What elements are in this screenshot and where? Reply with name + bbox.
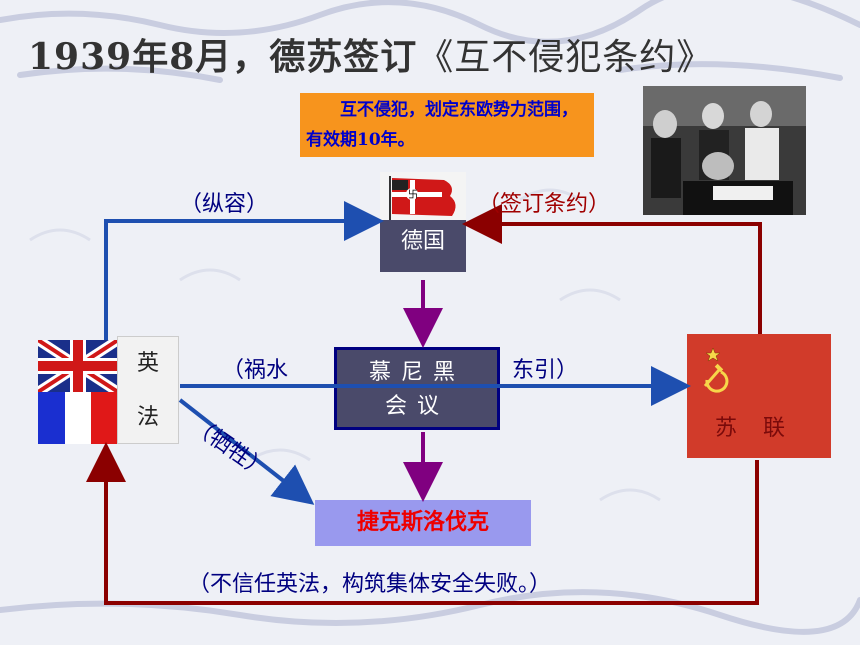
title-treaty: 《互不侵犯条约》 xyxy=(417,37,714,78)
munich-line2: 会议 xyxy=(384,394,449,419)
treaty-note: 互不侵犯，划定东欧势力范围，有效期10年。 xyxy=(300,93,594,157)
germany-node: 德国 xyxy=(380,220,466,272)
divert-right-label: 东引） xyxy=(512,358,579,383)
hammer-sickle-icon xyxy=(703,347,729,393)
ussr-node: 苏联 xyxy=(715,416,812,441)
uk-france-flags xyxy=(38,340,118,444)
signing-photo xyxy=(643,86,806,215)
munich-conference-node: 慕尼黑 会议 xyxy=(334,347,500,430)
page-title: 1939年8月，德苏签订《互不侵犯条约》 xyxy=(28,28,713,80)
title-prefix: 1939年8月，德苏签订 xyxy=(28,36,418,78)
ussr-flag xyxy=(687,334,831,458)
france-flag-icon xyxy=(38,392,118,444)
connive-label: （纵容） xyxy=(180,192,269,217)
failure-label: （不信任英法，构筑集体安全失败。） xyxy=(188,572,552,597)
germany-flag: 卐 xyxy=(380,172,466,224)
divert-left-label: （祸水 xyxy=(222,358,289,383)
svg-text:卐: 卐 xyxy=(408,189,418,201)
sign-treaty-label: （签订条约） xyxy=(478,192,611,217)
uk-label: 英 xyxy=(136,351,159,376)
uk-france-label: 英 法 xyxy=(117,336,179,444)
signing-photo-drawing xyxy=(643,86,806,215)
war-flag-icon: 卐 xyxy=(380,172,466,224)
munich-line1: 慕尼黑 xyxy=(368,360,465,385)
czechoslovakia-node: 捷克斯洛伐克 xyxy=(315,500,531,546)
uk-flag-icon xyxy=(38,340,118,397)
france-label: 法 xyxy=(136,405,159,430)
